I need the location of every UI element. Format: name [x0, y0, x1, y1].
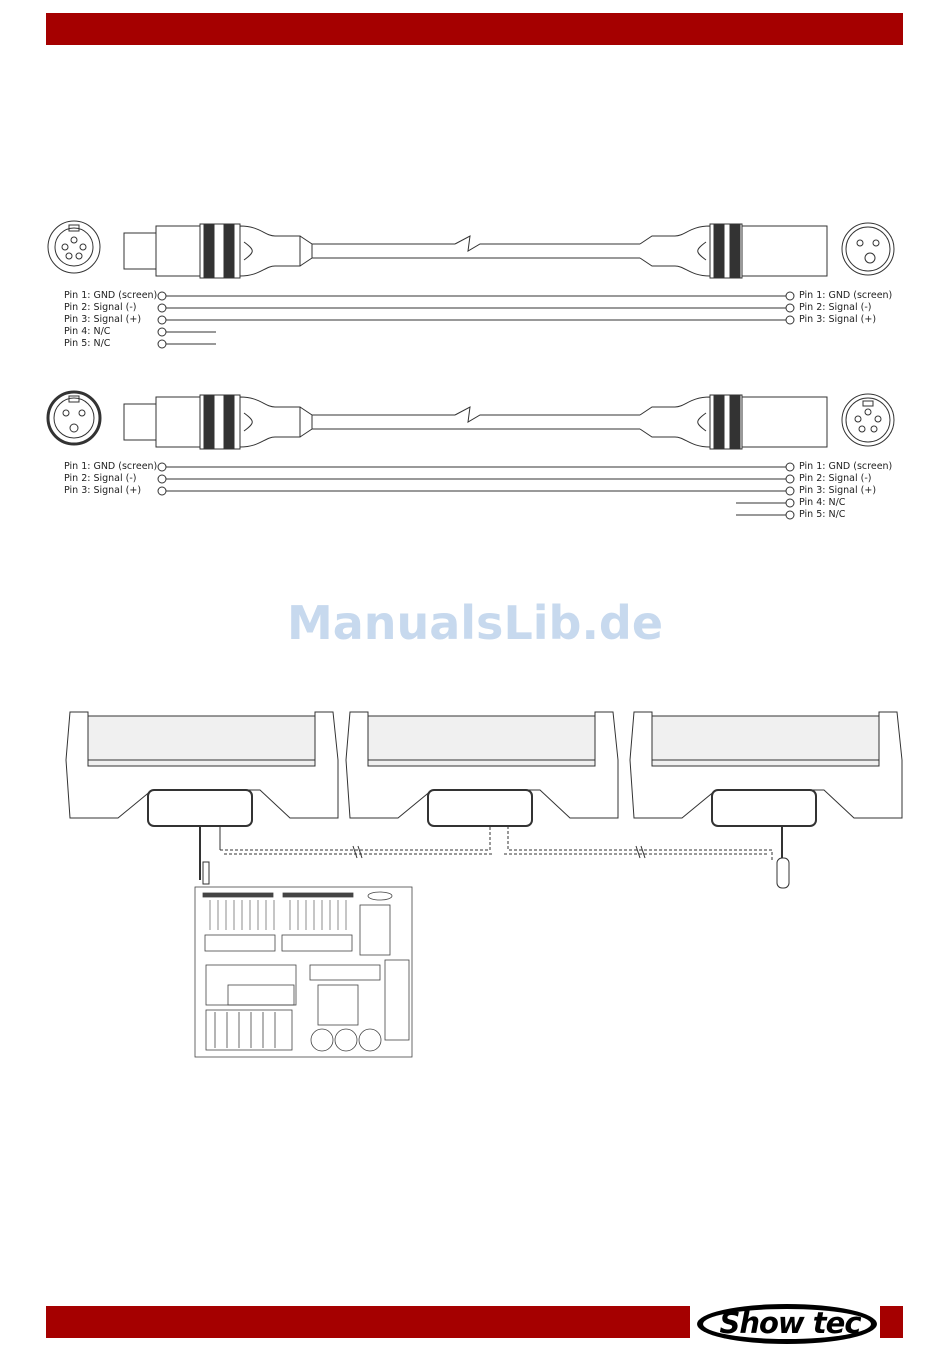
xlr-female-connector-icon: [124, 395, 312, 449]
pin-label-left: Pin 5: N/C: [64, 338, 110, 350]
watermark: ManualsLib.de: [0, 596, 950, 650]
pin-label-right: Pin 1: GND (screen): [799, 461, 892, 473]
pin-label-left: Pin 4: N/C: [64, 326, 110, 338]
pin-label-right: Pin 2: Signal (-): [799, 473, 872, 485]
xlr-male-face-icon: [842, 223, 894, 275]
pin-label-right: Pin 5: N/C: [799, 509, 845, 521]
pin-label-left: Pin 1: GND (screen): [64, 290, 157, 302]
pin-label-left: Pin 3: Signal (+): [64, 314, 141, 326]
brand-logo: Show tec: [712, 1304, 868, 1342]
xlr-male-5pin-face-icon: [842, 394, 894, 446]
xlr-female-connector-icon: [124, 224, 312, 278]
pin-label-right: Pin 3: Signal (+): [799, 485, 876, 497]
pin-label-left: Pin 1: GND (screen): [64, 461, 157, 473]
fixture-chain: [66, 712, 902, 888]
xlr-male-connector-icon: [640, 224, 827, 278]
pin-label-left: Pin 3: Signal (+): [64, 485, 141, 497]
pin-label-right: Pin 2: Signal (-): [799, 302, 872, 314]
xlr-male-connector-icon: [640, 395, 827, 449]
pin-label-right: Pin 4: N/C: [799, 497, 845, 509]
xlr-female-face-icon: [48, 221, 100, 273]
pin-label-left: Pin 2: Signal (-): [64, 473, 137, 485]
light-fixture-icon: [346, 712, 618, 826]
dmx-controller-icon: [195, 887, 412, 1057]
pin-label-left: Pin 2: Signal (-): [64, 302, 137, 314]
light-fixture-icon: [66, 712, 338, 884]
light-fixture-icon: [630, 712, 902, 888]
pin-label-right: Pin 1: GND (screen): [799, 290, 892, 302]
xlr-female-3pin-face-icon: [48, 392, 100, 444]
pin-label-right: Pin 3: Signal (+): [799, 314, 876, 326]
